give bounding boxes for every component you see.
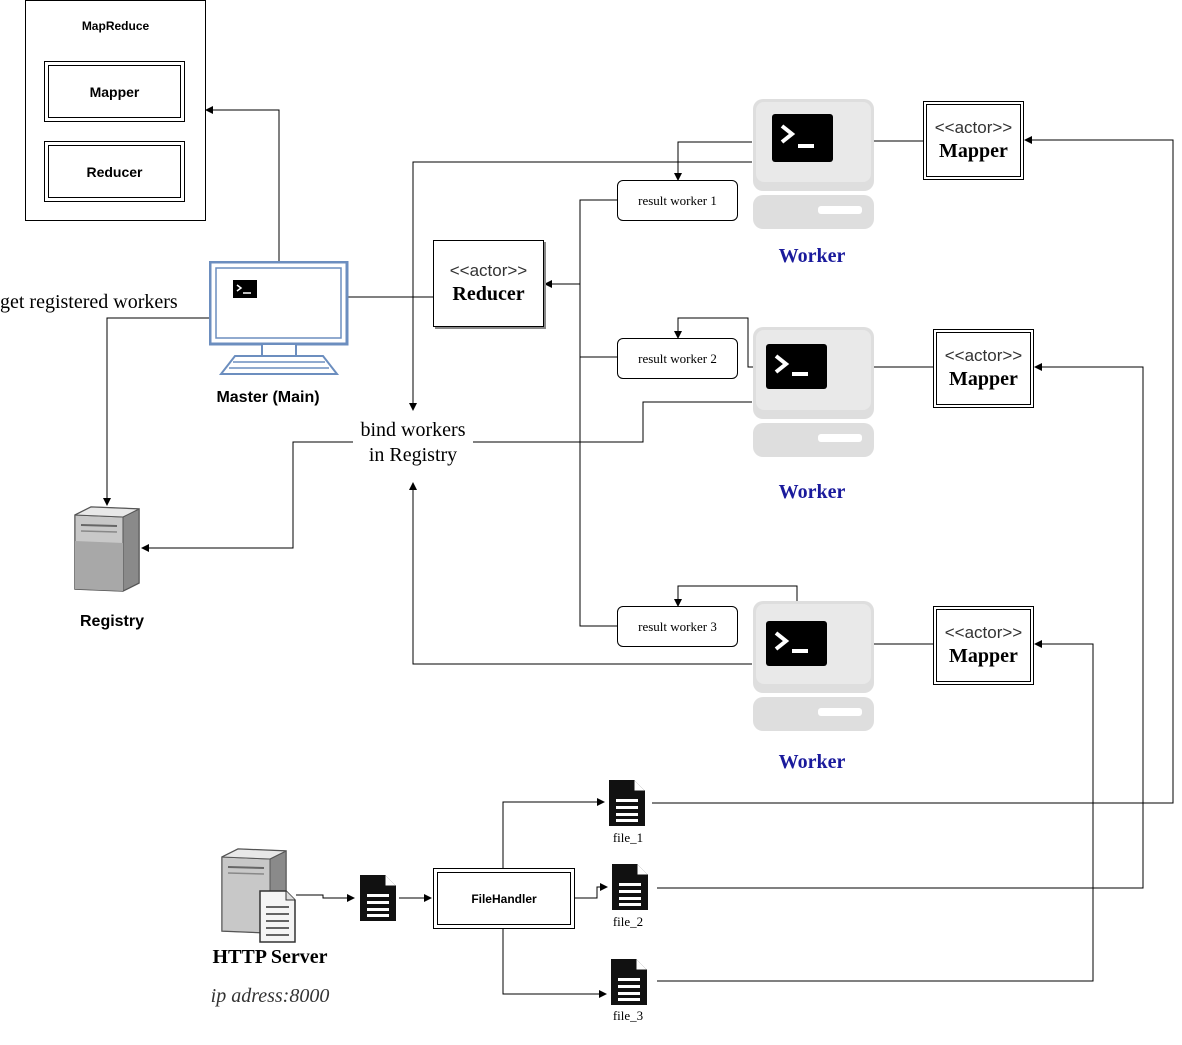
- edge-bind-to-registry: [141, 441, 358, 552]
- mapper-1-stereotype: <<actor>>: [934, 118, 1013, 138]
- terminal-computer-icon: [753, 327, 874, 457]
- edge-file1-to-mapper1: [652, 136, 1174, 804]
- desktop-terminal-icon: [209, 261, 349, 375]
- http-server-label: HTTP Server: [212, 946, 328, 968]
- file-1-label: file_1: [612, 830, 644, 845]
- reducer-class-box: Reducer: [44, 141, 185, 202]
- edge-worker1-to-result: [674, 141, 752, 181]
- worker-3-label: Worker: [778, 751, 846, 773]
- edge-fh-to-file3: [502, 929, 607, 998]
- mapper-3-stereotype: <<actor>>: [944, 623, 1023, 643]
- master-label: Master (Main): [216, 389, 320, 406]
- document-icon: [612, 864, 648, 910]
- document-icon: [609, 780, 645, 826]
- reducer-actor-box: <<actor>> Reducer: [433, 240, 544, 327]
- mapper-actor-3-box: <<actor>> Mapper: [933, 606, 1034, 685]
- edge-worker2-to-bind: [468, 401, 752, 443]
- mapper-3-name: Mapper: [949, 644, 1018, 667]
- edge-worker1-to-bind: [409, 161, 752, 411]
- reducer-actor-name: Reducer: [452, 282, 525, 305]
- file-3-label: file_3: [612, 1008, 644, 1023]
- worker-1-label: Worker: [778, 245, 846, 267]
- file-server-icon: [221, 848, 296, 943]
- edge-fh-to-file1: [502, 798, 605, 868]
- mapreduce-container: MapReduce Mapper Reducer: [25, 0, 206, 221]
- edge-master-to-mapreduce: [205, 106, 280, 262]
- result-worker-3-box: result worker 3: [617, 606, 738, 647]
- result-worker-2-box: result worker 2: [617, 338, 738, 379]
- http-server-address: ip adress:8000: [210, 985, 330, 1007]
- edge-file2-to-mapper2: [657, 363, 1144, 889]
- edge-worker3-to-result: [674, 585, 798, 614]
- mapreduce-title: MapReduce: [81, 19, 150, 33]
- file-2-label: file_2: [612, 914, 644, 929]
- get-registered-workers-label: get registered workers: [0, 291, 178, 314]
- mapper-2-stereotype: <<actor>>: [944, 346, 1023, 366]
- edge-master-to-registry: [103, 317, 210, 506]
- edge-result1-to-reducer: [579, 199, 617, 627]
- edge-fh-to-file2: [575, 883, 608, 899]
- edge-file3-to-mapper3: [657, 640, 1094, 982]
- mapper-class-box: Mapper: [44, 61, 185, 122]
- mapper-1-name: Mapper: [939, 139, 1008, 162]
- bind-workers-line-2: in Registry: [368, 444, 458, 466]
- worker-2-label: Worker: [778, 481, 846, 503]
- reducer-stereotype: <<actor>>: [449, 261, 528, 281]
- terminal-computer-icon: [753, 601, 874, 731]
- filehandler-box: FileHandler: [433, 868, 575, 929]
- edge-worker3-to-bind: [409, 482, 752, 665]
- bind-workers-label: bind workers in Registry: [353, 418, 473, 468]
- edge-http-to-doc: [296, 894, 355, 902]
- terminal-computer-icon: [753, 99, 874, 229]
- bind-workers-line-1: bind workers: [360, 419, 466, 441]
- mapper-2-name: Mapper: [949, 367, 1018, 390]
- document-icon: [611, 959, 647, 1005]
- server-icon: [74, 506, 140, 592]
- result-worker-1-box: result worker 1: [617, 180, 738, 221]
- document-icon: [360, 875, 396, 921]
- mapper-actor-2-box: <<actor>> Mapper: [933, 329, 1034, 408]
- mapper-actor-1-box: <<actor>> Mapper: [923, 101, 1024, 180]
- registry-label: Registry: [79, 613, 145, 630]
